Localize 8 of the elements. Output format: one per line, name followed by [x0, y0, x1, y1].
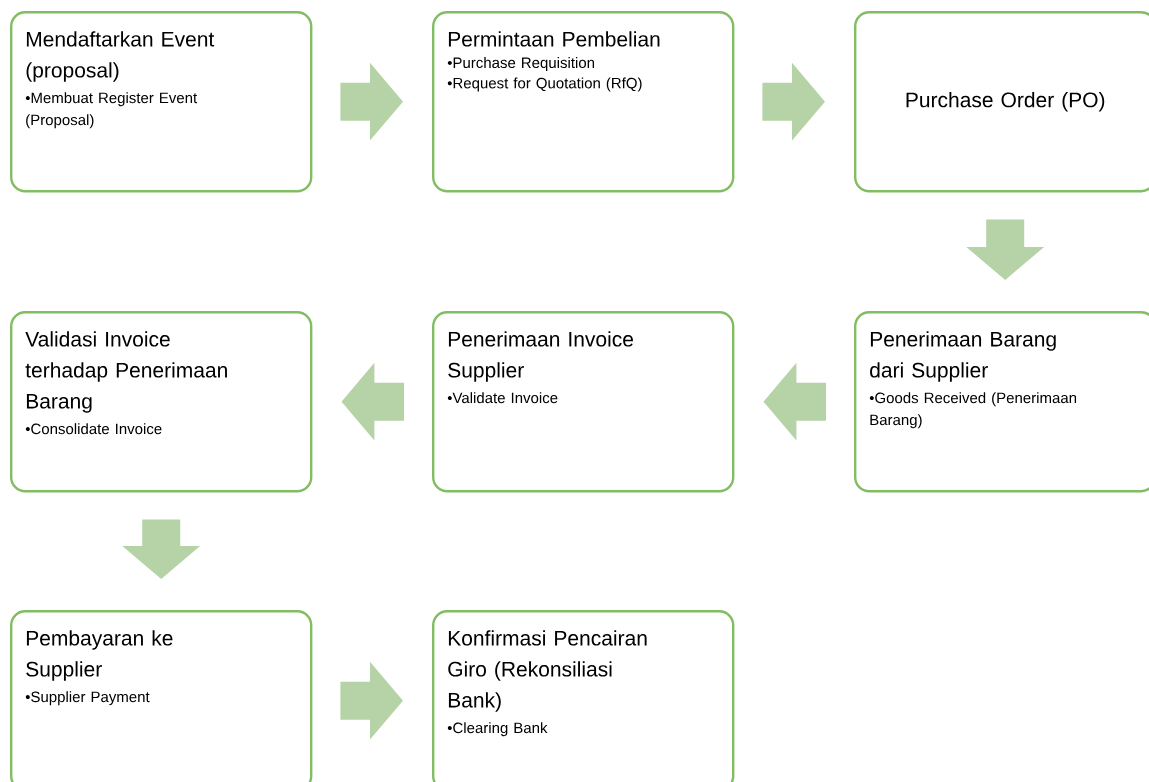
- process-box: Konfirmasi Pencairan Giro (Rekonsiliasi Bank) •Clearing Bank: [432, 610, 735, 782]
- process-box: Penerimaan Invoice Supplier •Validate Invoice: [432, 311, 735, 493]
- process-box: Mendaftarkan Event (proposal) •Membuat Register Event (Proposal): [10, 11, 313, 193]
- process-box: Permintaan Pembelian •Purchase Requisition •Request for Quotation (RfQ): [432, 11, 735, 193]
- process-box: Validasi Invoice terhadap Penerimaan Barang •Consolidate Invoice: [10, 311, 313, 493]
- process-box: Penerimaan Barang dari Supplier •Goods Received (Penerimaan Barang): [854, 311, 1149, 493]
- process-box: Pembayaran ke Supplier •Supplier Payment: [10, 610, 313, 782]
- process-box: Purchase Order (PO): [854, 11, 1149, 193]
